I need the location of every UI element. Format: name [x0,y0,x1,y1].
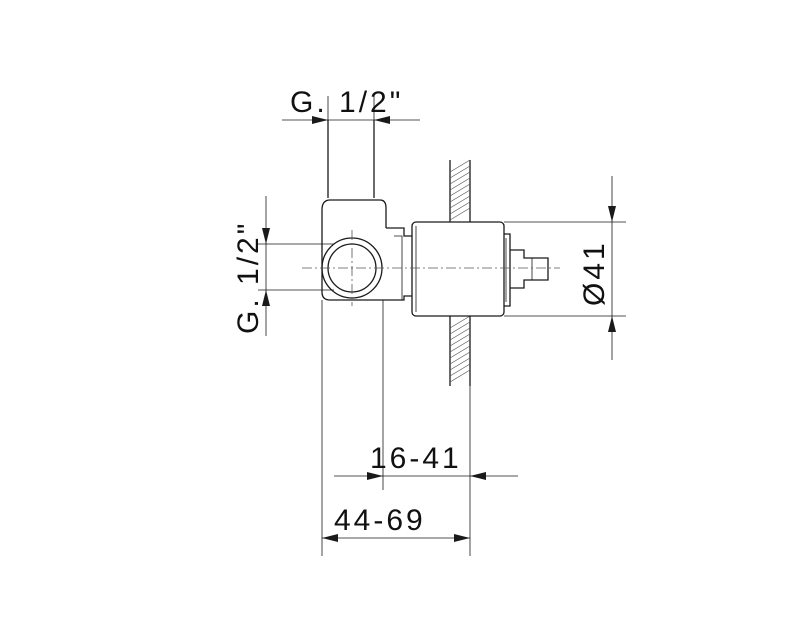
hatch-line [449,189,471,203]
wall-hatch-bottom [449,315,471,383]
hatch-line [449,339,471,353]
hatch-line [449,159,471,173]
hatch-line [449,363,471,377]
wall-hatch-top [449,159,471,221]
hatch-line [449,207,471,221]
hatch-line [449,315,471,329]
wall-depth-label: 16-41 [370,442,462,475]
hatch-line [449,333,471,347]
valve-body [321,120,549,317]
hatch-line [449,369,471,383]
center-lines [302,230,560,306]
hatch-line [449,177,471,191]
wall-section [449,159,471,386]
diameter-label: Ø41 [578,240,611,306]
top-thread-label: G. 1/2" [290,86,403,119]
hatch-line [449,195,471,209]
hatch-line [449,201,471,215]
hatch-line [449,327,471,341]
hatch-line [449,351,471,365]
hatch-line [449,345,471,359]
side-thread-label: G. 1/2" [232,221,265,334]
extension-lines [258,96,626,556]
hatch-line [449,321,471,335]
hatch-line [449,165,471,179]
hatch-line [449,357,471,371]
hatch-line [449,183,471,197]
total-depth-label: 44-69 [334,504,426,537]
hatch-line [449,171,471,185]
dimension-lines [262,116,616,542]
